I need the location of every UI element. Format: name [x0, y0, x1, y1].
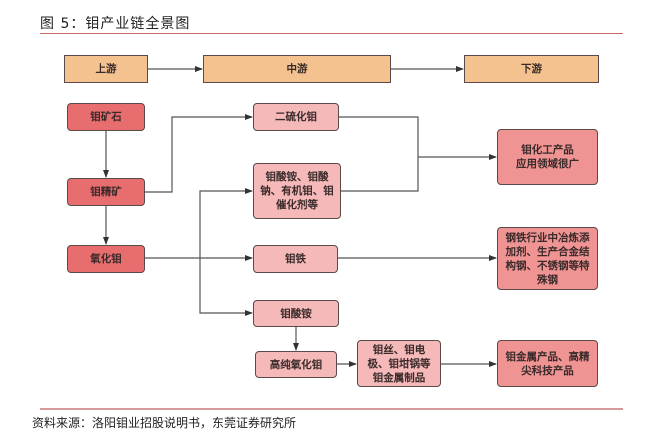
- node-steel-applications: 钢铁行业中冶炼添 加剂、生产合金结 构钢、不锈钢等特 殊钢: [497, 227, 598, 290]
- node-ferromolybdenum: 钼铁: [253, 245, 338, 273]
- source-note: 资料来源：洛阳钼业招股说明书，东莞证券研究所: [32, 416, 297, 430]
- stage-downstream: 下游: [464, 55, 599, 83]
- edge-oxide-molybdates: [199, 188, 253, 258]
- node-ammonium-molybdate: 钼酸铵: [253, 300, 339, 327]
- stage-upstream: 上游: [64, 55, 148, 83]
- figure-title: 图 5：钼产业链全景图: [40, 16, 191, 32]
- node-metal-products: 钼丝、钼电 极、钼坩锅等 钼金属制品: [357, 340, 441, 387]
- edge-mos2-chem-app: [339, 116, 419, 192]
- node-high-purity-oxide: 高纯氧化钼: [255, 351, 337, 378]
- edge-oxide-amm-molybdate: [199, 258, 253, 316]
- node-metal-applications: 钼金属产品、高精 尖科技产品: [497, 340, 598, 387]
- node-chemical-applications: 钼化工产品 应用领域很广: [497, 129, 598, 185]
- node-molybdenum-oxide: 氧化钼: [67, 245, 145, 273]
- edge-concentrate-mos2: [145, 114, 253, 193]
- node-molybdates: 钼酸铵、钼酸 钠、有机钼、钼 催化剂等: [253, 163, 341, 219]
- title-divider: [40, 33, 623, 34]
- source-divider: [40, 408, 623, 410]
- stage-midstream: 中游: [203, 55, 391, 83]
- node-molybdenum-disulfide: 二硫化钼: [253, 103, 339, 131]
- node-molybdenum-ore: 钼矿石: [67, 103, 145, 131]
- node-molybdenum-concentrate: 钼精矿: [67, 178, 145, 206]
